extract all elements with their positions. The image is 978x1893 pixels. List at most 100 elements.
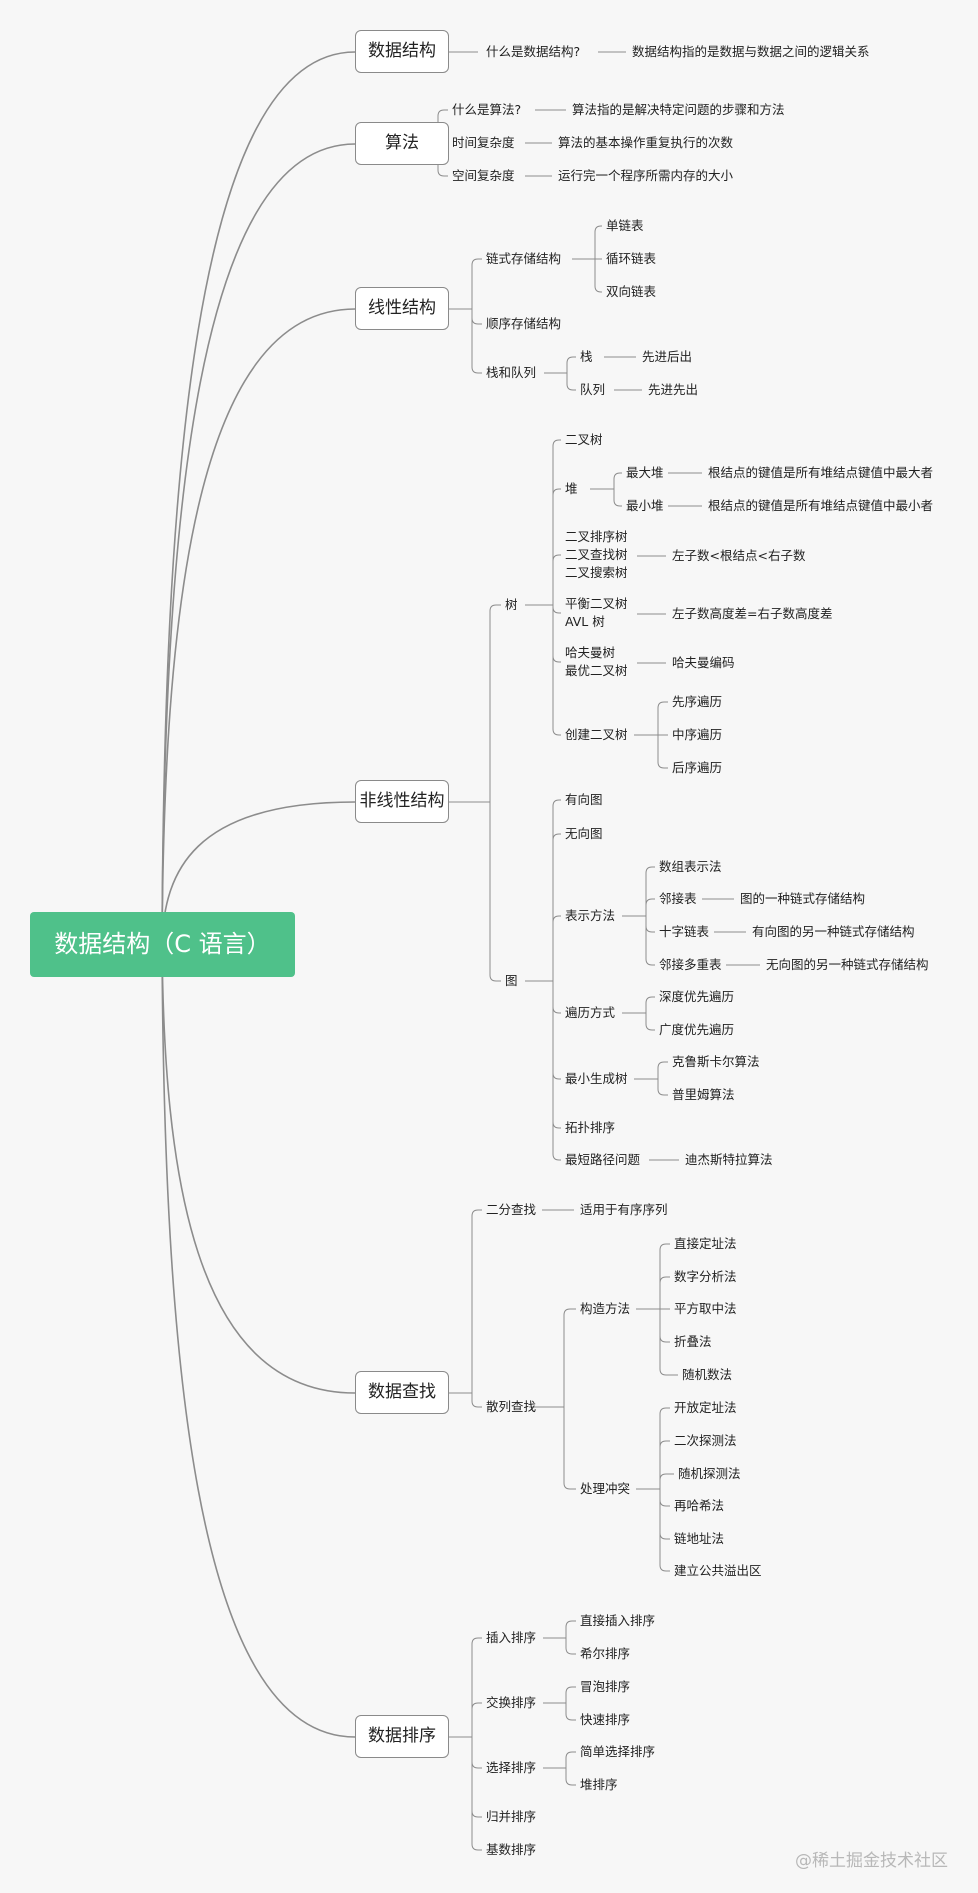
node-r5[interactable]: 基数排序 [486, 1842, 537, 1857]
node-g4b[interactable]: 广度优先遍历 [659, 1022, 735, 1037]
node-s3c2a[interactable]: 先进先出 [648, 382, 699, 397]
node-g4[interactable]: 遍历方式 [565, 1005, 616, 1020]
node-g6[interactable]: 拓扑排序 [565, 1120, 616, 1135]
node-g5a[interactable]: 克鲁斯卡尔算法 [672, 1054, 760, 1069]
node-s3c2[interactable]: 队列 [580, 382, 606, 397]
node-s2d[interactable]: 算法的基本操作重复执行的次数 [558, 135, 734, 150]
connector-line [471, 366, 482, 374]
node-t6[interactable]: 创建二叉树 [565, 727, 628, 742]
connector-line [471, 1637, 482, 1645]
node-f2a[interactable]: 构造方法 [580, 1301, 631, 1316]
node-f2b5[interactable]: 链地址法 [674, 1531, 725, 1546]
node-f2[interactable]: 散列查找 [486, 1399, 537, 1414]
node-f2b4[interactable]: 再哈希法 [674, 1498, 725, 1513]
node-r3b[interactable]: 堆排序 [580, 1777, 618, 1792]
node-t2[interactable]: 堆 [565, 481, 578, 496]
branch-sort[interactable]: 数据排序 [355, 1715, 449, 1758]
node-t2b[interactable]: 最小堆 [626, 498, 664, 513]
node-g3a[interactable]: 数组表示法 [659, 859, 722, 874]
node-s2c[interactable]: 时间复杂度 [452, 135, 515, 150]
node-t6c[interactable]: 后序遍历 [672, 760, 723, 775]
node-r3a[interactable]: 简单选择排序 [580, 1744, 656, 1759]
node-r2[interactable]: 交换排序 [486, 1695, 537, 1710]
connector-line [659, 1564, 670, 1572]
node-g7a[interactable]: 迪杰斯特拉算法 [685, 1152, 773, 1167]
node-r1[interactable]: 插入排序 [486, 1630, 537, 1645]
node-t1[interactable]: 二叉树 [565, 432, 603, 447]
node-r1a[interactable]: 直接插入排序 [580, 1613, 656, 1628]
node-f2b[interactable]: 处理冲突 [580, 1481, 631, 1496]
connector-line [471, 258, 482, 266]
connector-line [552, 606, 561, 614]
node-s3c[interactable]: 栈和队列 [486, 365, 537, 380]
node-s3c1[interactable]: 栈 [580, 349, 593, 364]
node-g1[interactable]: 有向图 [565, 792, 603, 807]
node-r4[interactable]: 归并排序 [486, 1809, 537, 1824]
node-f2a4[interactable]: 折叠法 [674, 1334, 712, 1349]
branch-nonlinear[interactable]: 非线性结构 [355, 780, 449, 823]
branch-data-structure[interactable]: 数据结构 [355, 30, 449, 73]
node-t2a1[interactable]: 根结点的键值是所有堆结点键值中最大者 [708, 465, 934, 480]
node-f2a5[interactable]: 随机数法 [682, 1367, 733, 1382]
node-t3[interactable]: 二叉排序树 二叉查找树 二叉搜索树 [565, 529, 628, 580]
node-g[interactable]: 图 [505, 973, 518, 988]
node-f2a1[interactable]: 直接定址法 [674, 1236, 737, 1251]
node-f1a[interactable]: 适用于有序序列 [580, 1202, 668, 1217]
node-g5b[interactable]: 普里姆算法 [672, 1087, 735, 1102]
connector-line [645, 1023, 655, 1031]
node-f2a3[interactable]: 平方取中法 [674, 1301, 737, 1316]
node-s3a3[interactable]: 双向链表 [606, 284, 657, 299]
node-g7[interactable]: 最短路径问题 [565, 1152, 641, 1167]
connector-line [645, 898, 655, 906]
connector-line [613, 499, 622, 507]
node-f2b2[interactable]: 二次探测法 [674, 1433, 737, 1448]
root-topic[interactable]: 数据结构（C 语言） [30, 912, 295, 977]
node-g3c1[interactable]: 有向图的另一种链式存储结构 [752, 924, 915, 939]
node-f2b6[interactable]: 建立公共溢出区 [674, 1563, 762, 1578]
node-s2e[interactable]: 空间复杂度 [452, 168, 515, 183]
node-t[interactable]: 树 [505, 597, 518, 612]
node-f2b1[interactable]: 开放定址法 [674, 1400, 737, 1415]
node-g3[interactable]: 表示方法 [565, 908, 616, 923]
node-f2a2[interactable]: 数字分析法 [674, 1269, 737, 1284]
node-r3[interactable]: 选择排序 [486, 1760, 537, 1775]
branch-linear[interactable]: 线性结构 [355, 287, 449, 330]
node-r1b[interactable]: 希尔排序 [580, 1646, 631, 1661]
node-g2[interactable]: 无向图 [565, 826, 603, 841]
node-s2a[interactable]: 什么是算法? [452, 102, 522, 117]
node-t4[interactable]: 平衡二叉树 AVL 树 [565, 596, 628, 629]
connector-line [552, 1072, 561, 1080]
node-s3a2[interactable]: 循环链表 [606, 251, 657, 266]
node-t6a[interactable]: 先序遍历 [672, 694, 723, 709]
node-g5[interactable]: 最小生成树 [565, 1071, 628, 1086]
node-t6b[interactable]: 中序遍历 [672, 727, 723, 742]
node-s3a1[interactable]: 单链表 [606, 218, 644, 233]
node-t5[interactable]: 哈夫曼树 最优二叉树 [565, 645, 628, 678]
node-g3c[interactable]: 十字链表 [659, 924, 710, 939]
node-s3c1a[interactable]: 先进后出 [642, 349, 693, 364]
node-t2b1[interactable]: 根结点的键值是所有堆结点键值中最小者 [708, 498, 934, 513]
node-s2f[interactable]: 运行完一个程序所需内存的大小 [558, 168, 734, 183]
node-g4a[interactable]: 深度优先遍历 [659, 989, 735, 1004]
node-g3b1[interactable]: 图的一种链式存储结构 [740, 891, 866, 906]
node-r2a[interactable]: 冒泡排序 [580, 1679, 631, 1694]
node-g3d[interactable]: 邻接多重表 [659, 957, 722, 972]
node-f1[interactable]: 二分查找 [486, 1202, 537, 1217]
node-t2a[interactable]: 最大堆 [626, 465, 664, 480]
node-g3b[interactable]: 邻接表 [659, 891, 697, 906]
node-s2b[interactable]: 算法指的是解决特定问题的步骤和方法 [572, 102, 785, 117]
branch-search[interactable]: 数据查找 [355, 1371, 449, 1414]
node-t3a[interactable]: 左子数<根结点<右子数 [672, 548, 806, 563]
node-f2b3[interactable]: 随机探测法 [678, 1466, 741, 1481]
node-r2b[interactable]: 快速排序 [580, 1712, 631, 1727]
node-t5a[interactable]: 哈夫曼编码 [672, 655, 735, 670]
node-s1b[interactable]: 数据结构指的是数据与数据之间的逻辑关系 [632, 44, 870, 59]
node-g3d1[interactable]: 无向图的另一种链式存储结构 [766, 957, 929, 972]
node-s1a[interactable]: 什么是数据结构? [486, 44, 581, 59]
node-s3a[interactable]: 链式存储结构 [486, 251, 562, 266]
node-t4a[interactable]: 左子数高度差=右子数高度差 [672, 606, 833, 621]
connector-line [659, 1407, 670, 1415]
branch-algorithm[interactable]: 算法 [355, 122, 449, 165]
connector-line [552, 439, 561, 447]
node-s3b[interactable]: 顺序存储结构 [486, 316, 562, 331]
